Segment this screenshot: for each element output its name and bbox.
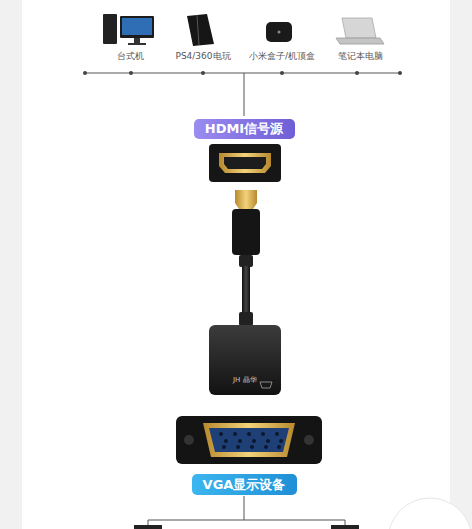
pill-label: VGA显示设备: [203, 476, 286, 494]
pin: [222, 445, 226, 449]
device-edge: [134, 525, 162, 529]
source-pill: HDMI信号源: [194, 119, 295, 139]
ps4-icon: [187, 14, 214, 46]
monitor: [120, 16, 154, 38]
device-edge: [331, 525, 359, 529]
bus-horizontal: [148, 520, 345, 521]
tv-box-led: [278, 31, 281, 34]
pin: [219, 432, 223, 436]
bus-dot: [201, 71, 205, 75]
pin: [279, 439, 283, 443]
pin: [261, 432, 265, 436]
bus-vertical: [244, 73, 245, 116]
port-opening: [224, 157, 266, 169]
brand-logo: JH 晶华: [233, 375, 257, 385]
adapter-box: JH 晶华: [209, 325, 281, 395]
pin: [252, 439, 256, 443]
pin: [266, 439, 270, 443]
plug-body: [232, 209, 260, 255]
port-inner: [209, 428, 289, 452]
device-label: 台式机: [117, 50, 144, 63]
vga-pins: [219, 432, 283, 449]
pin: [250, 445, 254, 449]
port-housing: [176, 416, 322, 464]
laptop-screen: [342, 18, 376, 38]
port-housing: [209, 144, 281, 182]
pin: [247, 432, 251, 436]
tv-box: [266, 22, 292, 42]
port-gold: [219, 153, 271, 173]
monitor-stand: [134, 38, 140, 43]
pill-label: HDMI信号源: [205, 120, 283, 138]
hdmi-plug: [232, 190, 260, 326]
console-stripe: [197, 15, 199, 45]
decor-circle: [388, 498, 472, 529]
pin: [275, 432, 279, 436]
bus-line: [83, 71, 402, 116]
pin: [236, 445, 240, 449]
screw-hole: [304, 435, 314, 445]
monitor-base: [128, 43, 146, 45]
laptop-base: [336, 38, 384, 44]
laptop-icon: [336, 18, 384, 44]
desktop-icon: [103, 14, 154, 45]
device-label: 小米盒子/机顶盒: [249, 50, 315, 63]
strain-relief: [239, 312, 253, 326]
vga-port: [176, 416, 322, 464]
device-label: PS4/360电玩: [175, 50, 230, 63]
bus-dot: [129, 71, 133, 75]
hdmi-port: [209, 144, 281, 182]
screw-hole: [184, 435, 194, 445]
plug-tip: [235, 190, 257, 209]
device-label: 笔记本电脑: [338, 50, 383, 63]
bus-dot: [355, 71, 359, 75]
bus-vertical: [244, 496, 245, 520]
console-body: [187, 14, 214, 46]
bus-dot: [83, 71, 87, 75]
pin: [233, 432, 237, 436]
pin: [238, 439, 242, 443]
port-gold: [203, 423, 295, 457]
monitor-screen: [122, 18, 152, 35]
mibox-icon: [266, 22, 292, 42]
vga-mark-outline: [260, 382, 272, 388]
pin: [224, 439, 228, 443]
bus-dot: [398, 71, 402, 75]
pin: [264, 445, 268, 449]
bus-dot: [280, 71, 284, 75]
vga-mark: [259, 381, 273, 389]
white-panel: [22, 0, 450, 529]
display-pill: VGA显示设备: [192, 474, 297, 495]
bus-line: [134, 496, 359, 529]
strain-relief: [239, 255, 253, 267]
pin: [277, 445, 281, 449]
pc-tower: [103, 14, 117, 44]
